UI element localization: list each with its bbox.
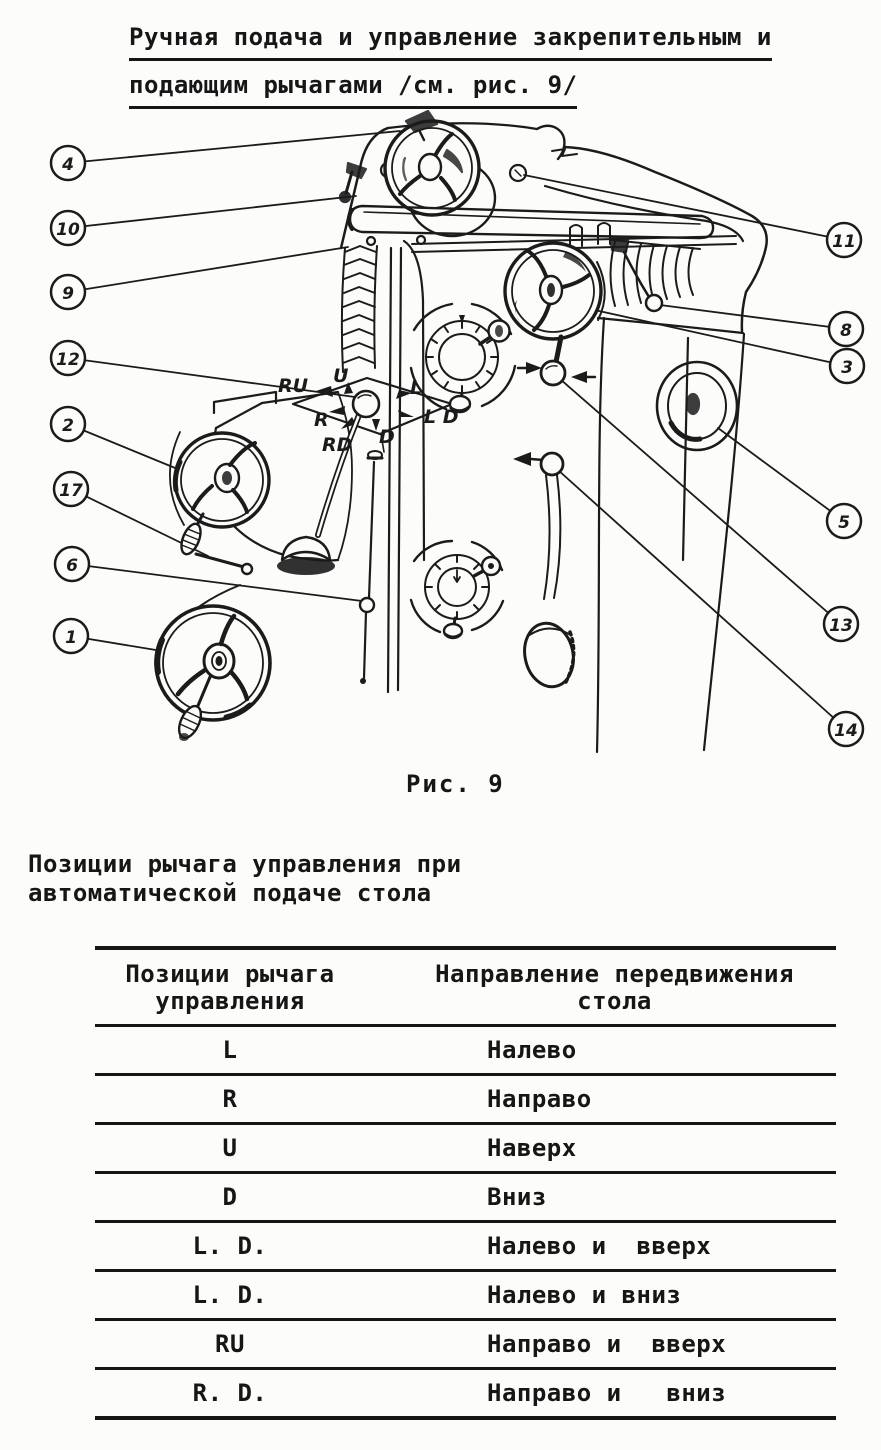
table-header-row: Позиции рычага управления Направление пе… — [95, 950, 836, 1027]
cell-direction: Налево и вверх — [487, 1232, 712, 1260]
cell-direction: Налево и вниз — [487, 1281, 682, 1309]
table-row: RU Направо и вверх — [95, 1321, 836, 1370]
cell-position: R. D. — [192, 1379, 268, 1407]
svg-text:8: 8 — [840, 321, 852, 341]
bellows-lever — [608, 234, 664, 313]
svg-text:1: 1 — [65, 628, 77, 648]
title-line-1: Ручная подача и управление закрепительны… — [129, 22, 772, 61]
svg-text:12: 12 — [56, 350, 80, 370]
callout-13: 13 — [822, 605, 860, 643]
callout-10: 10 — [49, 209, 87, 247]
cell-position: D — [222, 1183, 238, 1211]
plate-labels: RU U L R RD D L D — [278, 365, 459, 456]
callout-11: 11 — [825, 221, 863, 259]
page-title: Ручная подача и управление закрепительны… — [129, 22, 772, 118]
label-d: D — [379, 426, 395, 448]
cell-direction: Налево — [487, 1036, 577, 1064]
title-line-2: подающим рычагами /см. рис. 9/ — [129, 70, 578, 109]
callout-14: 14 — [827, 710, 865, 748]
callout-5: 5 — [825, 502, 863, 540]
machine-column — [595, 316, 746, 754]
cell-direction: Наверх — [487, 1134, 577, 1162]
cell-direction: Вниз — [487, 1183, 547, 1211]
cell-position: L. D. — [192, 1281, 268, 1309]
adjusting-rod — [358, 450, 384, 684]
svg-text:11: 11 — [832, 232, 856, 252]
head-clamp-lever — [338, 161, 368, 204]
svg-text:13: 13 — [829, 616, 853, 636]
label-ld: L D — [424, 406, 459, 428]
knee-column — [386, 239, 426, 694]
lever-positions-table: Позиции рычага управления Направление пе… — [95, 946, 836, 1420]
feed-selector-handwheel — [503, 241, 606, 387]
table-row: L. D. Налево и вниз — [95, 1272, 836, 1321]
table-row: D Вниз — [95, 1174, 836, 1223]
cell-direction: Направо и вверх — [487, 1330, 727, 1358]
longitudinal-handwheel — [154, 604, 272, 741]
svg-text:3: 3 — [841, 358, 853, 378]
svg-text:14: 14 — [834, 721, 858, 741]
crossfeed-handwheel — [172, 431, 271, 576]
cell-direction: Направо — [487, 1085, 592, 1113]
col-header-positions: Позиции рычага управления — [125, 960, 335, 1015]
cell-position: RU — [215, 1330, 245, 1358]
lower-feed-dial — [409, 539, 505, 640]
section-heading-line-2: автоматической подаче стола — [28, 879, 432, 907]
svg-text:6: 6 — [66, 556, 78, 576]
section-heading: Позиции рычага управления при автоматиче… — [28, 850, 462, 908]
cell-position: U — [222, 1134, 238, 1162]
svg-text:4: 4 — [61, 155, 74, 175]
svg-text:9: 9 — [62, 284, 74, 304]
table-row: U Наверх — [95, 1125, 836, 1174]
callout-3: 3 — [828, 347, 866, 385]
cell-position: R — [222, 1085, 238, 1113]
table-row: R. D. Направо и вниз — [95, 1370, 836, 1416]
column-disc — [655, 360, 739, 452]
callout-8: 8 — [827, 310, 865, 348]
cell-direction: Направо и вниз — [487, 1379, 727, 1407]
svg-text:2: 2 — [62, 416, 74, 436]
svg-text:17: 17 — [59, 481, 83, 501]
callout-12: 12 — [49, 339, 87, 377]
top-handwheel — [383, 109, 497, 238]
label-l: L — [410, 377, 422, 399]
cell-position: L — [222, 1036, 238, 1064]
label-u: U — [333, 365, 349, 387]
cell-position: L. D. — [192, 1232, 268, 1260]
callout-6: 6 — [53, 545, 91, 583]
callout-9: 9 — [49, 273, 87, 311]
label-rd: RD — [322, 434, 352, 456]
label-ru: RU — [278, 375, 309, 397]
table-row: L. D. Налево и вверх — [95, 1223, 836, 1272]
figure-caption: Рис. 9 — [406, 770, 505, 798]
feed-lever-position-plate: RU U L R RD D L D — [277, 365, 459, 575]
left-bellows — [340, 245, 378, 373]
callout-4: 4 — [49, 144, 87, 182]
svg-text:5: 5 — [838, 513, 850, 533]
callout-1: 1 — [52, 617, 90, 655]
col-header-direction: Направление передвижения стола — [435, 960, 794, 1015]
section-heading-line-1: Позиции рычага управления при — [28, 850, 462, 878]
svg-text:10: 10 — [56, 220, 80, 240]
table-row: L Налево — [95, 1027, 836, 1076]
callout-balloons: 4 10 9 12 2 17 6 1 11 8 3 5 13 14 — [49, 144, 866, 748]
table-row: R Направо — [95, 1076, 836, 1125]
callout-17: 17 — [52, 470, 90, 508]
label-r: R — [314, 409, 329, 431]
clamping-lever — [513, 451, 576, 689]
center-feed-dial — [409, 302, 517, 414]
machine-head — [338, 109, 768, 333]
callout-2: 2 — [49, 405, 87, 443]
